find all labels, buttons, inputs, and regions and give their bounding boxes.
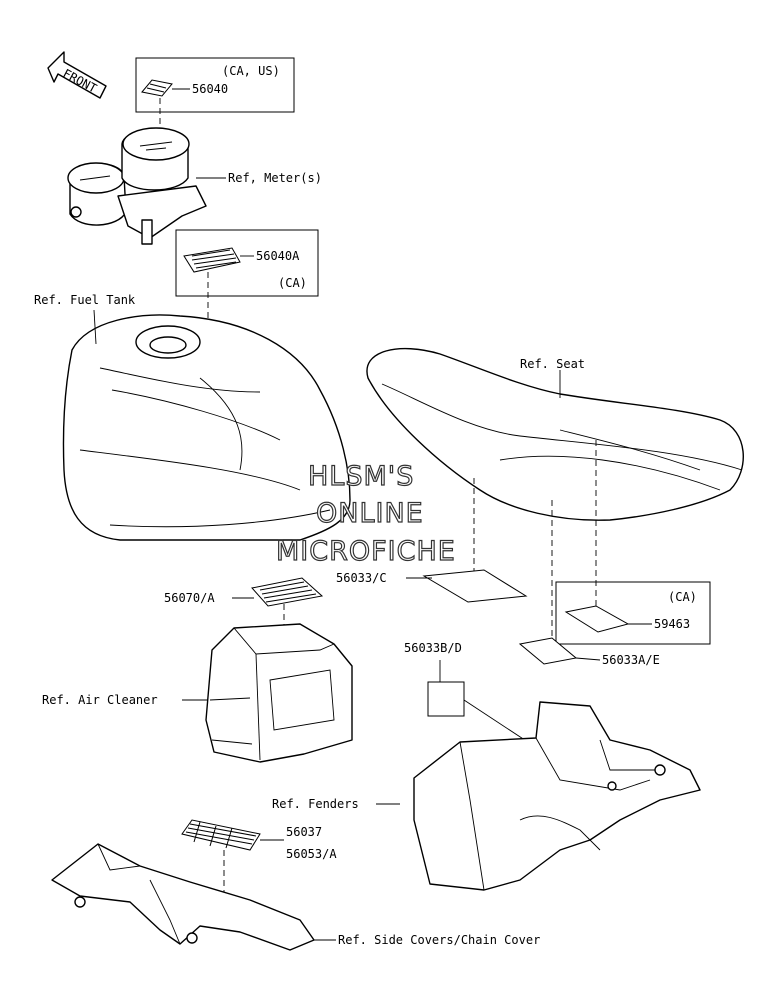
chain-cover bbox=[51, 843, 315, 951]
tank-decal-group: 56040A (CA) bbox=[175, 229, 319, 360]
watermark-line2: ONLINE bbox=[316, 498, 424, 529]
rear-fender bbox=[413, 701, 701, 891]
part-56033ae-label: 56033A/E bbox=[602, 653, 660, 667]
fuel-tank: Ref. Fuel Tank bbox=[34, 293, 351, 541]
decal-56033ae bbox=[518, 637, 578, 665]
ca-us-label: (CA, US) bbox=[222, 64, 280, 78]
decal-56033c bbox=[422, 569, 528, 603]
decal-56040a bbox=[183, 247, 241, 273]
part-59463-label: 59463 bbox=[654, 617, 690, 631]
part-56053a-label: 56053/A bbox=[286, 847, 337, 861]
watermark-line3: MICROFICHE bbox=[276, 536, 456, 567]
part-56070a-label: 56070/A bbox=[164, 591, 215, 605]
front-arrow-icon: FRONT bbox=[47, 51, 107, 99]
ref-fenders-label: Ref. Fenders bbox=[272, 797, 359, 811]
decal-56040 bbox=[141, 79, 173, 97]
ref-fuel-tank-label: Ref. Fuel Tank bbox=[34, 293, 136, 307]
watermark: HLSM'S ONLINE MICROFICHE bbox=[275, 460, 456, 567]
decal-59463-group: (CA) 59463 bbox=[555, 581, 711, 645]
part-56037-label: 56037 bbox=[286, 825, 322, 839]
meters-assembly: Ref, Meter(s) bbox=[67, 127, 322, 245]
ca-label-2: (CA) bbox=[668, 590, 697, 604]
part-56033bd-label: 56033B/D bbox=[404, 641, 462, 655]
ca-box-2 bbox=[555, 581, 711, 645]
decal-56033c-group: 56033/C bbox=[336, 569, 528, 603]
part-56040a-label: 56040A bbox=[256, 249, 300, 263]
ca-us-box bbox=[135, 57, 295, 113]
ca-label-1: (CA) bbox=[278, 276, 307, 290]
ref-seat-label: Ref. Seat bbox=[520, 357, 585, 371]
decal-56033ae-group: 56033A/E bbox=[518, 637, 660, 667]
ref-meters-label: Ref, Meter(s) bbox=[228, 171, 322, 185]
ca-box-1 bbox=[175, 229, 319, 297]
seat: Ref. Seat bbox=[366, 347, 744, 646]
watermark-line1: HLSM'S bbox=[308, 461, 414, 492]
part-56040-label: 56040 bbox=[192, 82, 228, 96]
ref-air-cleaner-label: Ref. Air Cleaner bbox=[42, 693, 158, 707]
decal-56070a bbox=[251, 577, 324, 607]
air-cleaner bbox=[205, 623, 353, 763]
decal-56033bd bbox=[427, 681, 465, 717]
chain-cover-group: 56037 56053/A Ref. Side Covers/Chain Cov… bbox=[51, 819, 540, 951]
air-cleaner-group: 56070/A Ref. Air Cleaner bbox=[42, 577, 353, 763]
part-56033c-label: 56033/C bbox=[336, 571, 387, 585]
ref-side-covers-label: Ref. Side Covers/Chain Cover bbox=[338, 933, 540, 947]
fenders-group: 56033B/D Ref. Fenders bbox=[272, 641, 701, 891]
decal-59463 bbox=[564, 605, 630, 633]
